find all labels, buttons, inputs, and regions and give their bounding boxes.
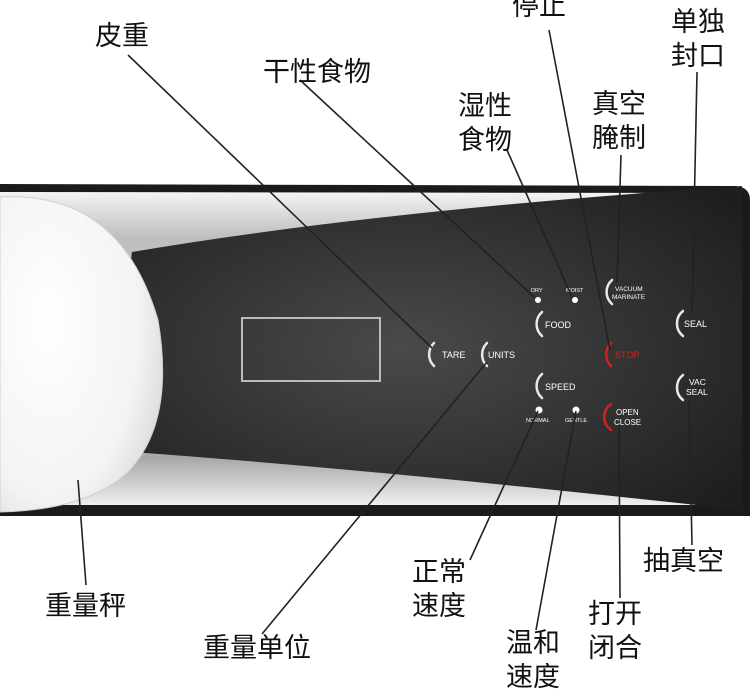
callout-gentle-speed-part-1: 温和 — [506, 628, 560, 659]
leader-dry-food — [299, 79, 535, 298]
callout-moist-food: 湿性食物 — [458, 90, 512, 158]
leader-seal-only — [691, 71, 698, 315]
callout-open-close: 打开闭合 — [588, 598, 642, 666]
scale-platform[interactable] — [0, 196, 164, 513]
moist-indicator-dot — [572, 297, 578, 303]
moist-label: MOIST — [566, 288, 584, 294]
units-label: UNITS — [488, 350, 515, 360]
leader-moist-food — [506, 149, 573, 298]
callout-seal-only: 单独封口 — [671, 6, 725, 74]
dark-panel — [125, 186, 742, 510]
callout-vacuum-marinate-part-1: 真空 — [592, 89, 646, 120]
callout-vacuum-marinate: 真空腌制 — [592, 88, 646, 156]
callout-normal-speed: 正常速度 — [412, 556, 466, 624]
callout-open-close-part-2: 闭合 — [588, 633, 642, 664]
tare-button-ring[interactable] — [427, 341, 436, 368]
speed-button-ring[interactable] — [535, 372, 544, 400]
leader-scale — [77, 479, 87, 586]
callout-moist-food-line1-part-1: 湿性 — [458, 91, 512, 122]
display-window — [241, 317, 381, 382]
callout-open-close-part-1: 打开 — [588, 599, 642, 630]
vac-seal-button-ring[interactable] — [675, 373, 685, 402]
gentle-label: GENTLE — [565, 418, 587, 424]
seal-label: SEAL — [684, 319, 707, 329]
leader-open-close — [618, 424, 621, 599]
speed-label: SPEED — [545, 382, 576, 392]
callout-gentle-speed-part-2: 速度 — [506, 662, 560, 693]
gentle-indicator-dot — [572, 406, 580, 414]
callout-scale: 重量秤 — [45, 591, 126, 622]
close-label: CLOSE — [614, 418, 641, 427]
leader-vac-seal — [688, 399, 693, 546]
callout-dry-food: 干性食物 — [263, 57, 371, 88]
callout-vacuum-marinate-part-2: 腌制 — [592, 123, 646, 154]
seal-button-ring[interactable] — [675, 309, 685, 338]
callout-moist-food-line1-part-2: 食物 — [458, 125, 512, 156]
callout-moist-food-line1: 湿性食物 — [458, 90, 512, 158]
leader-tare — [127, 54, 433, 349]
vacuum-marinate-button-ring[interactable] — [605, 278, 614, 306]
normal-label: NORMAL — [526, 418, 550, 424]
stop-label: STOP — [615, 350, 639, 360]
leader-normal-speed — [469, 410, 539, 561]
tare-label: TARE — [442, 350, 465, 360]
callout-tare: 皮重 — [95, 21, 149, 52]
callout-seal-only-part-2: 封口 — [671, 41, 725, 72]
open-close-button-ring[interactable] — [603, 402, 613, 432]
dry-indicator-dot — [535, 297, 541, 303]
vacuum-label: VACUUM — [615, 286, 643, 293]
callout-units: 重量单位 — [203, 633, 311, 664]
leader-stop — [548, 29, 611, 351]
callout-normal-speed-part-1: 正常 — [412, 557, 466, 588]
vac-label: VAC — [689, 377, 706, 387]
open-label: OPEN — [616, 408, 639, 417]
callout-seal-only-part-1: 单独 — [671, 7, 725, 38]
vac-seal-label: SEAL — [686, 387, 708, 397]
callout-vac-seal: 抽真空 — [643, 546, 724, 577]
leader-gentle-speed — [535, 410, 577, 631]
callout-stop: 停止 — [512, 0, 566, 22]
callout-gentle-speed: 温和速度 — [506, 627, 560, 695]
marinate-label: MARINATE — [612, 294, 646, 301]
food-label: FOOD — [545, 320, 571, 330]
dry-label: DRY — [531, 288, 543, 294]
callout-normal-speed-part-2: 速度 — [412, 591, 466, 622]
leader-vacuum-marinate — [616, 154, 622, 283]
leader-units — [261, 361, 488, 635]
food-button-ring[interactable] — [535, 310, 544, 338]
